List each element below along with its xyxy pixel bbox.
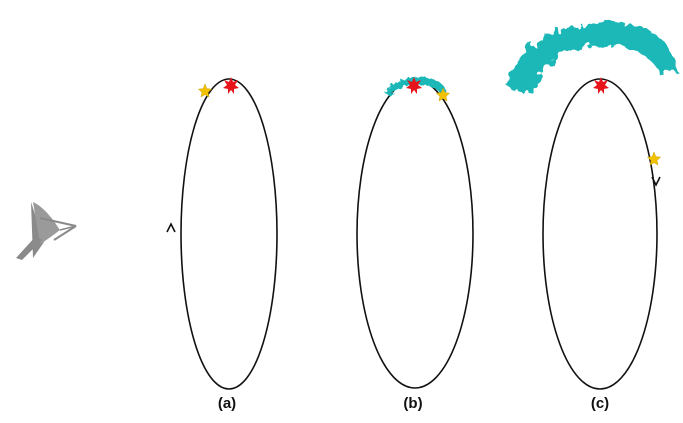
panel-label-c: (c) (590, 395, 610, 412)
yellow-star-icon (435, 87, 451, 102)
panel-label-a: (a) (217, 395, 237, 412)
red-star-icon (223, 77, 239, 94)
panel-b (356, 77, 474, 389)
panel-label-b: (b) (403, 395, 423, 412)
panel-c (506, 22, 676, 390)
yellow-star-icon (646, 151, 662, 166)
radar-dish-icon (16, 202, 77, 260)
red-star-icon (406, 77, 422, 94)
orbit-path (180, 78, 278, 390)
direction-arrow-icon (651, 176, 661, 187)
orbit-path (356, 79, 474, 389)
direction-arrow-icon (166, 222, 176, 233)
orbit-path (542, 78, 658, 390)
red-star-icon (593, 77, 609, 94)
panel-a (166, 77, 278, 390)
yellow-star-icon (197, 83, 213, 98)
debris-cloud (506, 22, 676, 93)
debris-cloud (385, 77, 446, 96)
